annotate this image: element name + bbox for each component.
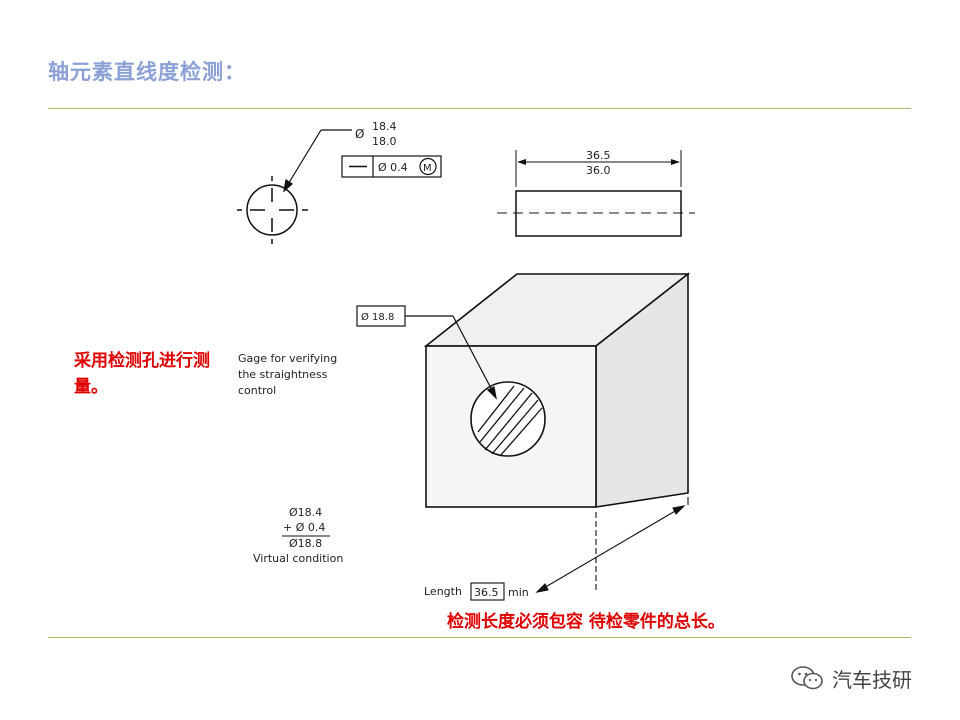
- gage-label-line3: control: [238, 384, 276, 397]
- top-divider: [48, 108, 911, 109]
- hole-hatching: [477, 385, 543, 457]
- watermark-text: 汽车技研: [832, 667, 912, 692]
- gage-label-line2: the straightness: [238, 368, 328, 381]
- vc-line1: Ø18.4: [289, 506, 322, 519]
- gage-label-line1: Gage for verifying: [238, 352, 337, 365]
- length-basic-box: [470, 582, 505, 601]
- diameter-upper-limit: 18.4: [372, 120, 397, 133]
- left-note: 采用检测孔进行测量。: [74, 351, 210, 397]
- fcf-mmc-modifier: M: [423, 163, 432, 174]
- shaft-side-view: [497, 150, 695, 237]
- vc-label: Virtual condition: [253, 552, 343, 565]
- watermark: 汽车技研: [790, 662, 912, 694]
- feature-control-frame: [341, 155, 442, 178]
- gage-hole-callout: [356, 305, 497, 400]
- fcf-tolerance: Ø 0.4: [378, 161, 408, 174]
- length-lower-limit: 36.0: [586, 164, 611, 177]
- shaft-end-view: [237, 176, 308, 244]
- gage-block: [423, 272, 691, 508]
- bottom-divider: [48, 637, 911, 638]
- diameter-symbol: Ø: [355, 127, 364, 141]
- length-prefix: Length: [424, 585, 462, 598]
- diameter-leader: [283, 129, 352, 193]
- diameter-lower-limit: 18.0: [372, 135, 397, 148]
- wechat-icon: [791, 666, 823, 690]
- block-length-dimension: [535, 497, 689, 593]
- bottom-note: 检测长度必须包容 待检零件的总长。: [447, 612, 725, 632]
- length-upper-limit: 36.5: [586, 149, 611, 162]
- length-value: 36.5: [474, 586, 499, 599]
- length-suffix: min: [508, 586, 529, 599]
- page-title: 轴元素直线度检测：: [48, 60, 246, 84]
- vc-line2: + Ø 0.4: [283, 521, 325, 534]
- gage-hole-diameter: Ø 18.8: [361, 311, 394, 323]
- vc-line3: Ø18.8: [289, 537, 322, 550]
